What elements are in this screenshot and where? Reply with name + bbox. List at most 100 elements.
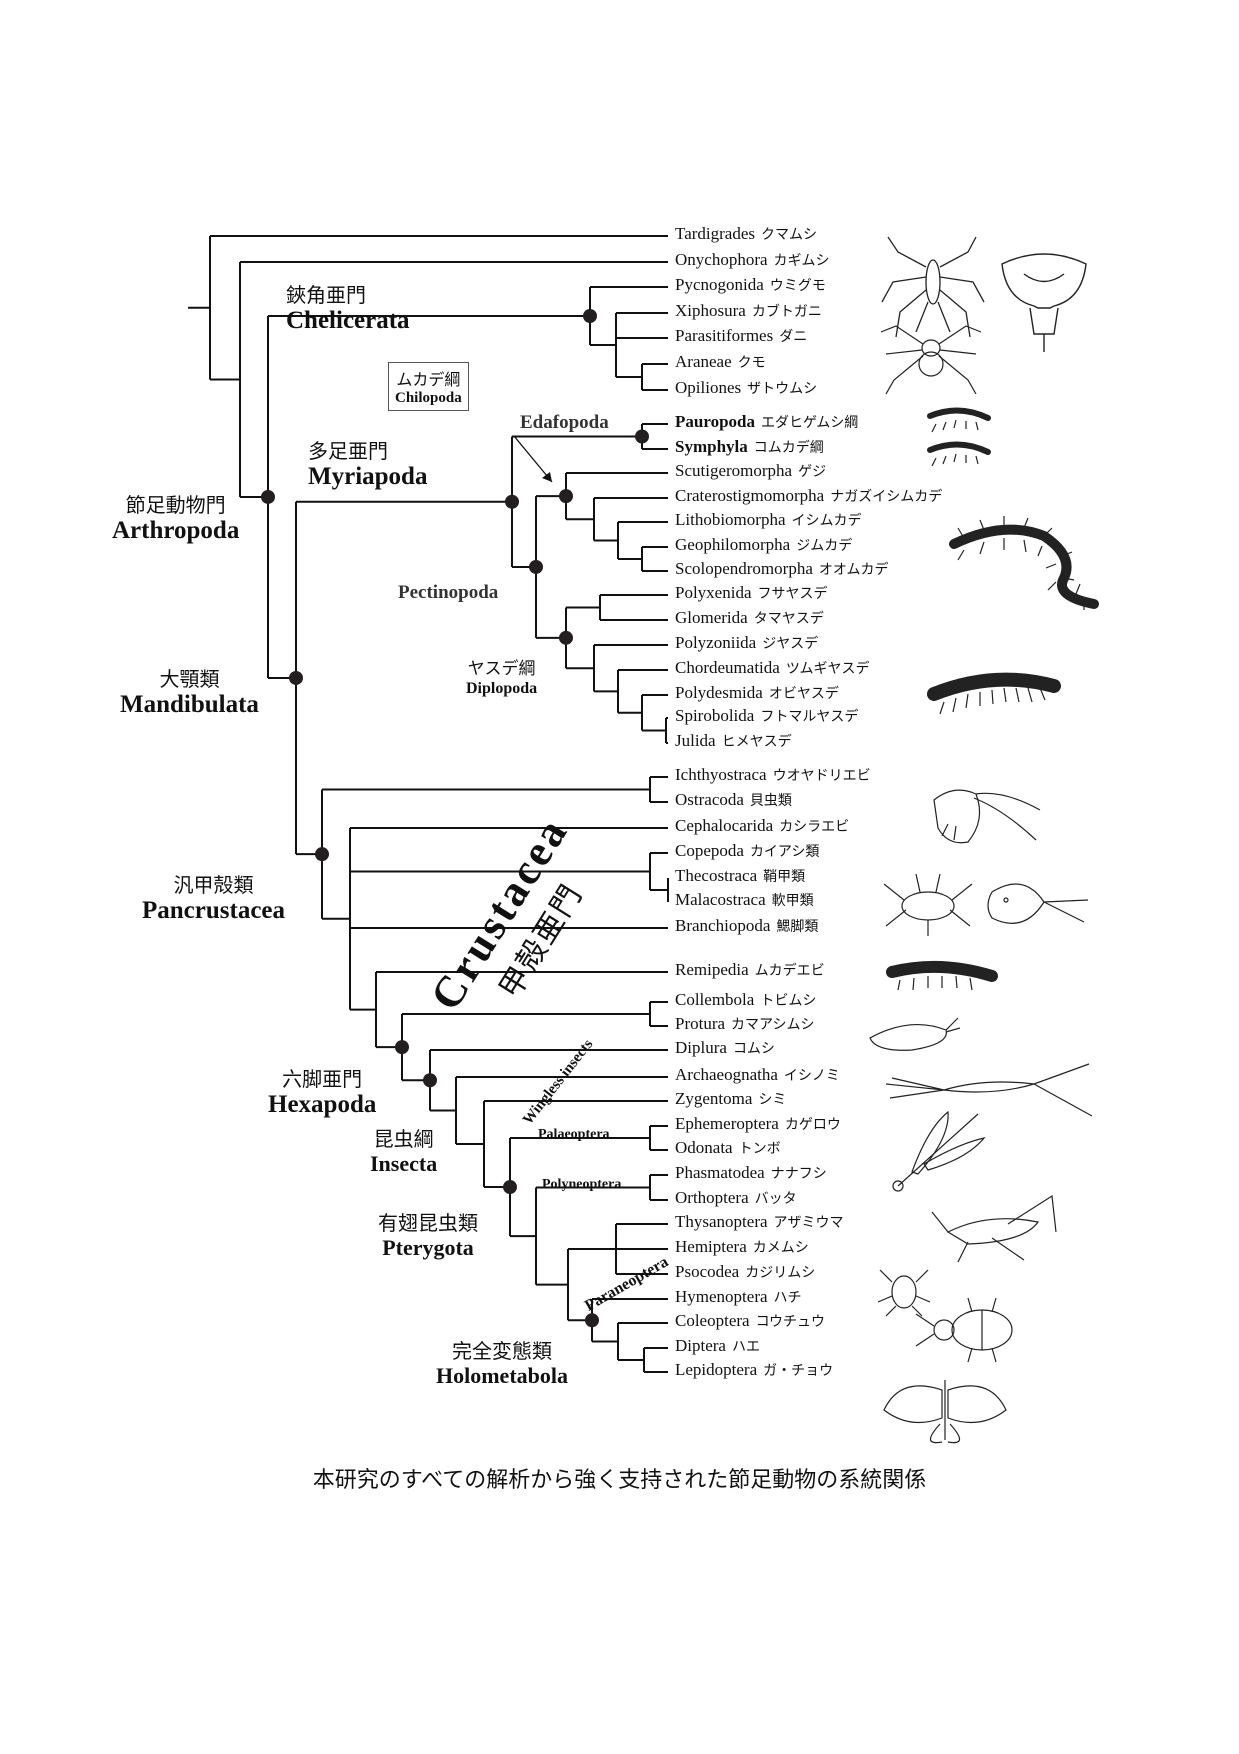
taxon-name-ja: シミ: [758, 1092, 787, 1108]
clade-label-mandibulata: 大顎類 Mandibulata: [120, 668, 259, 720]
taxon-name-en: Pauropoda: [675, 412, 755, 431]
taxon-name-ja: オビヤスデ: [768, 686, 839, 702]
supported-node-marker: [585, 1313, 599, 1328]
supported-node-marker: [529, 559, 543, 574]
taxon-label: Glomerida タマヤスデ: [675, 608, 824, 629]
supported-node-marker: [559, 630, 573, 645]
taxon-name-ja: トンボ: [738, 1141, 781, 1157]
taxon-name-ja: トビムシ: [760, 993, 817, 1009]
taxon-name-en: Copepoda: [675, 841, 744, 860]
clade-en: Insecta: [370, 1151, 438, 1176]
taxon-name-ja: ヒメヤスデ: [721, 734, 792, 750]
taxon-name-en: Diptera: [675, 1336, 726, 1355]
taxon-name-ja: タマヤスデ: [753, 611, 824, 627]
taxon-name-en: Onychophora: [675, 250, 768, 269]
taxon-name-en: Branchiopoda: [675, 916, 771, 935]
supported-node-marker: [503, 1180, 517, 1195]
clade-en: Hexapoda: [268, 1091, 377, 1118]
taxon-name-ja: ダニ: [779, 329, 808, 345]
clade-ja: 有翅昆虫類: [378, 1211, 478, 1235]
clade-ja: 多足亜門: [308, 439, 388, 463]
taxon-name-ja: カシラエビ: [779, 819, 850, 835]
supported-node-marker: [315, 847, 329, 862]
remipede-illustration: [886, 960, 998, 991]
taxon-name-ja: カゲロウ: [784, 1117, 841, 1133]
taxon-name-en: Scutigeromorpha: [675, 461, 793, 480]
taxon-name-en: Coleoptera: [675, 1311, 750, 1330]
taxon-name-ja: フサヤスデ: [757, 586, 828, 602]
label-palaeoptera: Palaeoptera: [538, 1127, 610, 1142]
archaeognatha-illustration: [885, 1063, 1093, 1117]
taxon-name-en: Psocodea: [675, 1262, 740, 1281]
clade-label-pancrustacea: 汎甲殻類 Pancrustacea: [142, 874, 285, 926]
taxon-name-ja: ハエ: [731, 1339, 760, 1355]
supported-node-marker: [423, 1073, 437, 1088]
taxon-name-en: Symphyla: [675, 437, 748, 456]
taxon-name-en: Hemiptera: [675, 1237, 747, 1256]
taxon-name-en: Cephalocarida: [675, 816, 774, 835]
millipede-illustration: [927, 672, 1061, 715]
label-edafopoda: Edafopoda: [520, 412, 609, 433]
taxon-name-ja: イシムカデ: [791, 513, 862, 529]
taxon-name-ja: カマアシムシ: [731, 1017, 815, 1033]
figure-caption: 本研究のすべての解析から強く支持された節足動物の系統関係: [312, 1468, 927, 1493]
clade-ja: 大顎類: [159, 667, 220, 691]
taxon-name-en: Ostracoda: [675, 790, 744, 809]
taxon-name-ja: イシノミ: [783, 1068, 840, 1084]
clade-label-arthropoda: 節足動物門 Arthropoda: [112, 494, 239, 546]
taxon-label: Diptera ハエ: [675, 1336, 760, 1357]
taxon-name-en: Pycnogonida: [675, 275, 764, 294]
moth-illustration: [883, 1380, 1007, 1444]
clade-ja: 汎甲殻類: [173, 873, 254, 897]
ichthyostracan-illustration: [933, 789, 1041, 844]
clade-label-hexapoda: 六脚亜門 Hexapoda: [268, 1068, 376, 1120]
taxon-name-ja: ムカデエビ: [754, 963, 825, 979]
taxon-name-ja: ナナフシ: [770, 1166, 827, 1182]
taxon-label: Protura カマアシムシ: [675, 1014, 815, 1035]
taxon-name-ja: ツムギヤスデ: [785, 661, 870, 677]
taxon-name-en: Opiliones: [675, 378, 742, 397]
taxon-name-en: Scolopendromorpha: [675, 559, 813, 578]
taxon-name-ja: ザトウムシ: [747, 381, 818, 397]
label-pectinopoda: Pectinopoda: [398, 582, 499, 603]
taxon-name-en: Glomerida: [675, 608, 748, 627]
clade-en: Chilopoda: [395, 390, 462, 406]
clade-en: Diplopoda: [466, 679, 538, 697]
taxon-name-en: Polyzoniida: [675, 633, 757, 652]
taxon-name-en: Xiphosura: [675, 301, 746, 320]
clade-en: Pancrustacea: [142, 897, 286, 924]
chilopoda-arrow: [513, 435, 553, 483]
taxon-name-ja: クモ: [737, 355, 766, 371]
taxon-name-ja: エダヒゲムシ綱: [761, 415, 859, 431]
clade-ja: 鋏角亜門: [286, 283, 366, 307]
pycnogonid-illustration: [881, 236, 985, 338]
taxon-name-ja: クマムシ: [761, 227, 817, 243]
taxon-name-en: Hymenoptera: [675, 1287, 768, 1306]
taxon-name-en: Protura: [675, 1014, 726, 1033]
chilopoda-box: ムカデ綱 Chilopoda: [388, 362, 469, 411]
